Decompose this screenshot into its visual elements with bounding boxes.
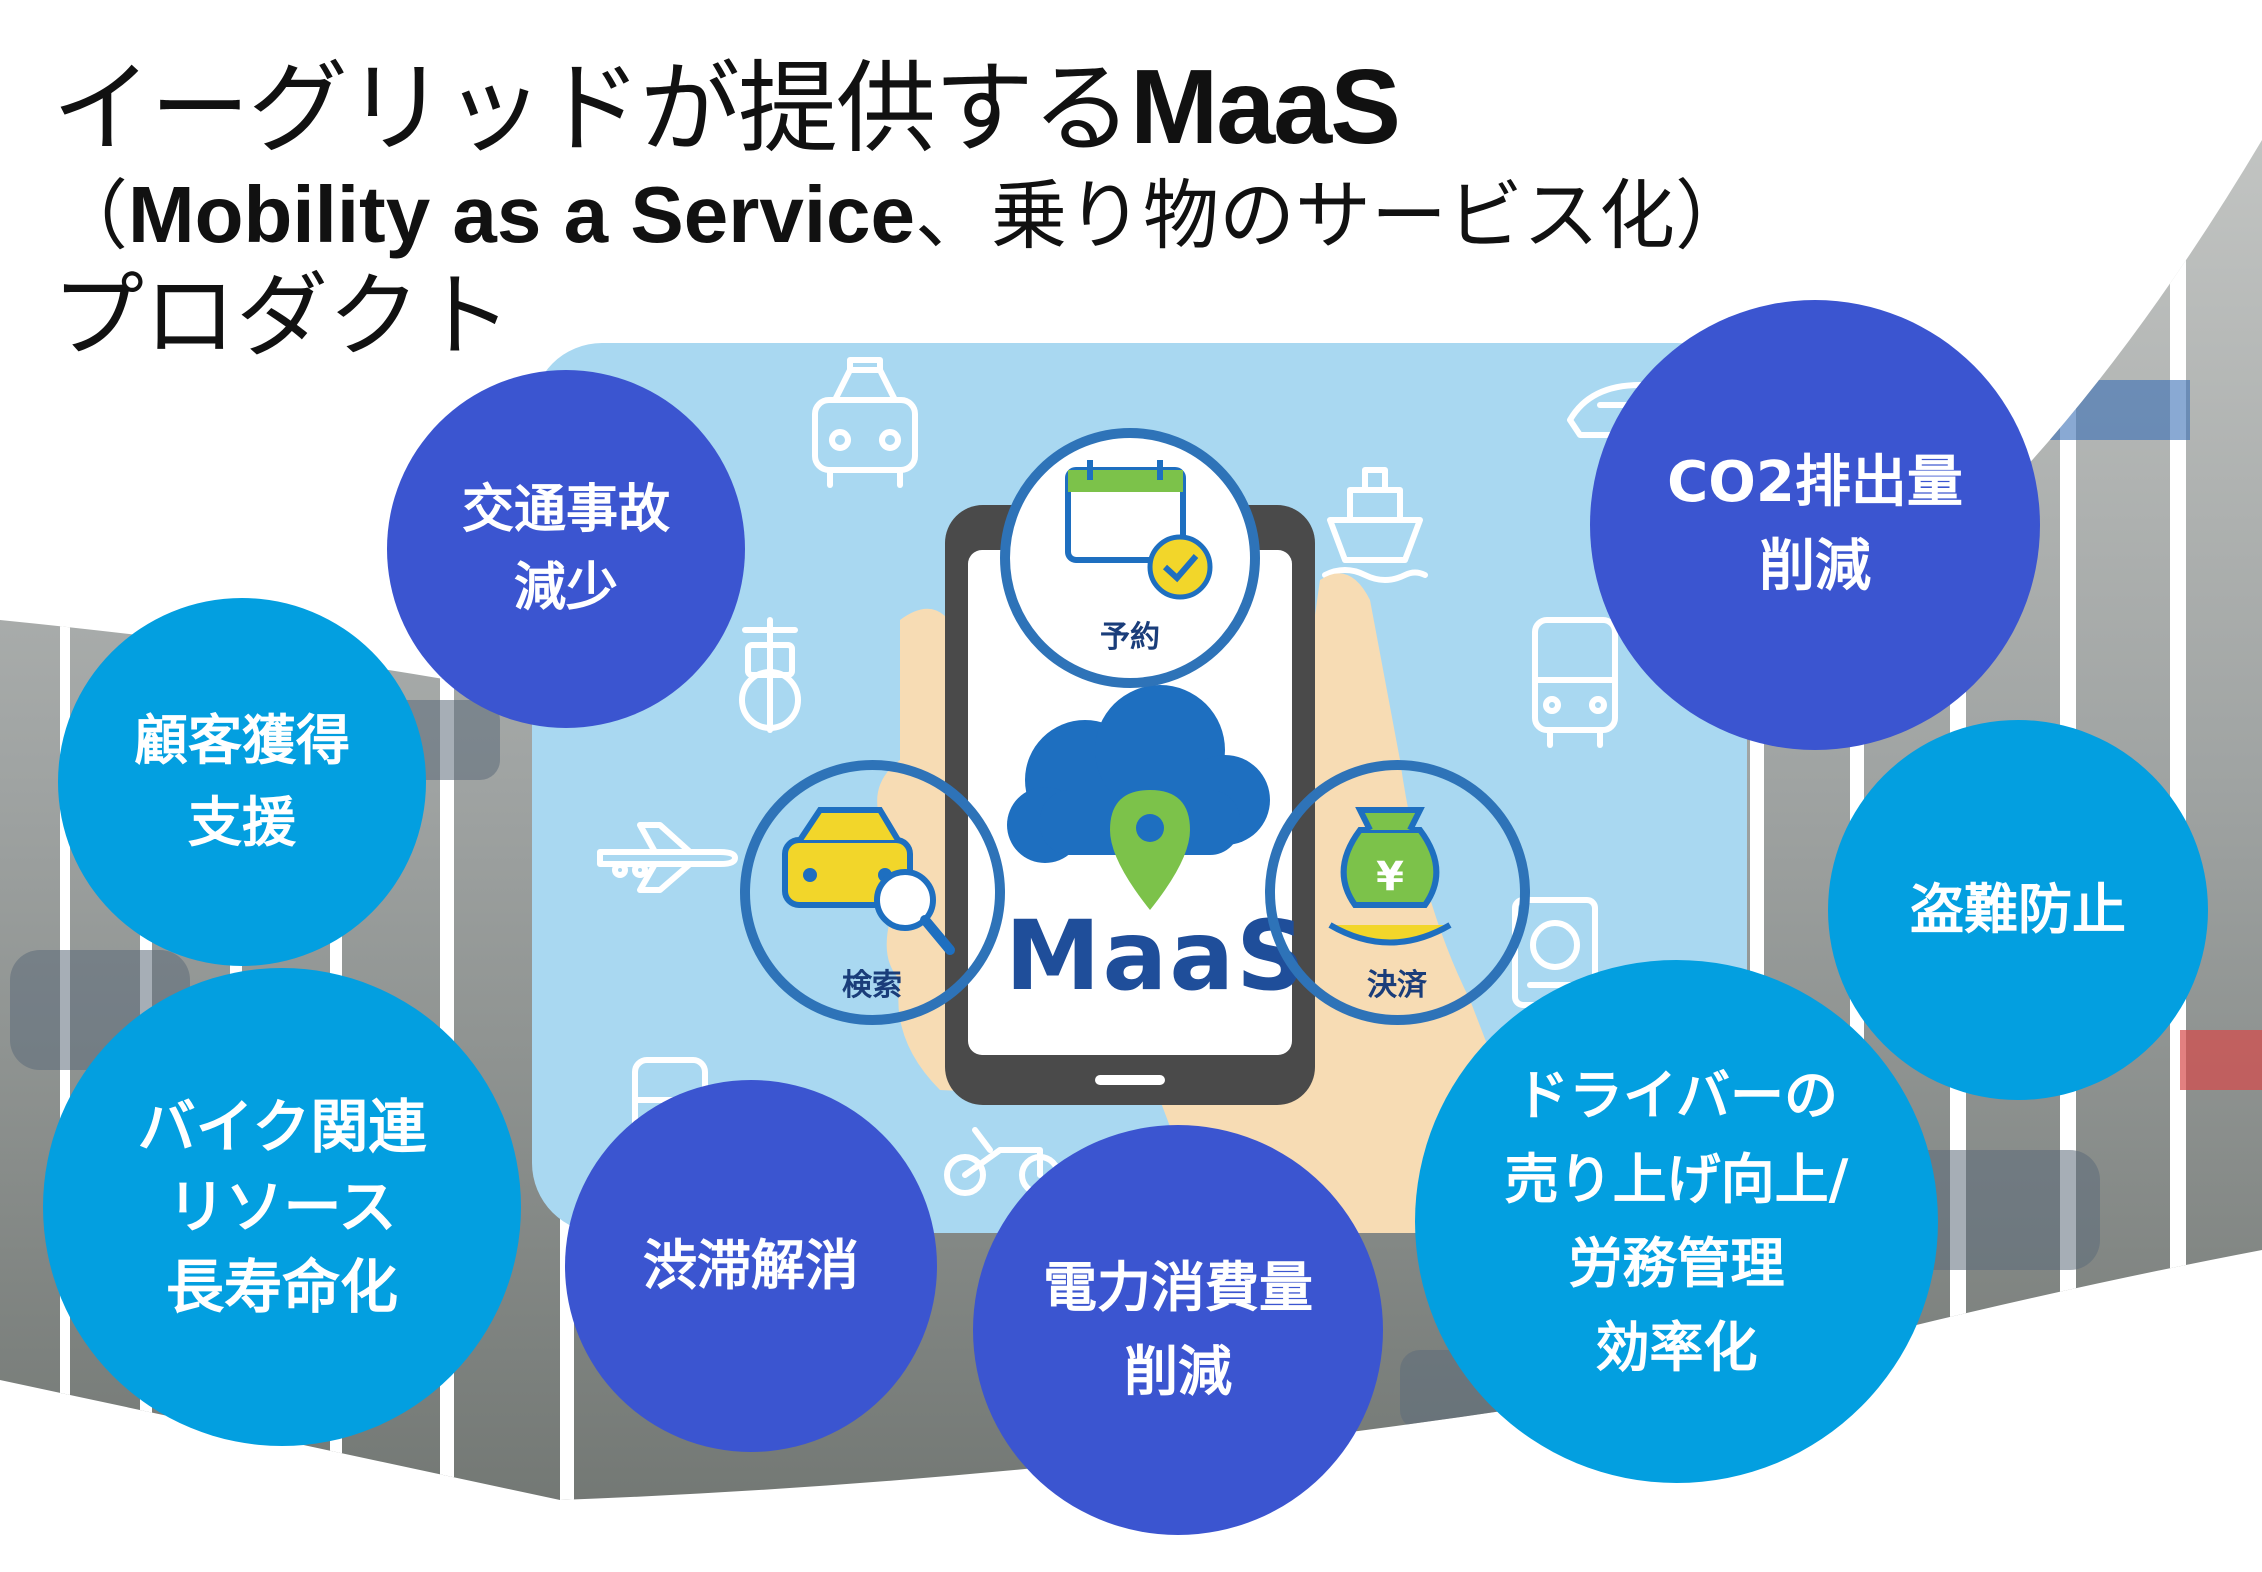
taxi-icon: [812, 357, 918, 488]
bicycle-icon: [739, 617, 801, 733]
benefit-customer-acquisition: 顧客獲得 支援: [58, 598, 426, 966]
benefit-bike-resource-longevity: バイク関連 リソース 長寿命化: [43, 968, 521, 1446]
feature-payment-label: 決済: [1367, 968, 1427, 1003]
benefit-driver-revenue-labor: ドライバーの 売り上げ向上/ 労務管理 効率化: [1415, 960, 1938, 1483]
title-line-1: イーグリッドが提供するMaaS: [52, 48, 1401, 167]
location-pin-icon: [1110, 790, 1190, 910]
benefit-co2-reduction: CO2排出量 削減: [1590, 300, 2040, 750]
benefit-congestion-relief: 渋滞解消: [565, 1080, 937, 1452]
title-line-2: （Mobility as a Service、乗り物のサービス化）: [52, 170, 1752, 260]
benefit-theft-prevention: 盗難防止: [1828, 720, 2208, 1100]
feature-search: [740, 760, 1005, 1025]
feature-payment: [1265, 760, 1530, 1025]
page-title: イーグリッドが提供するMaaS （Mobility as a Service、乗…: [52, 52, 1751, 369]
benefit-power-consumption-reduction: 電力消費量 削減: [973, 1125, 1383, 1535]
feature-reserve-label: 予約: [1100, 620, 1160, 655]
maas-logo-text: MaaS: [1005, 900, 1308, 1012]
bus-icon: [1532, 617, 1618, 748]
benefit-traffic-accident-reduction: 交通事故 減少: [387, 370, 745, 728]
feature-search-label: 検索: [842, 968, 902, 1003]
title-line-3: プロダクト: [52, 263, 513, 370]
ship-icon: [1322, 467, 1428, 583]
airplane-icon: [597, 822, 738, 893]
